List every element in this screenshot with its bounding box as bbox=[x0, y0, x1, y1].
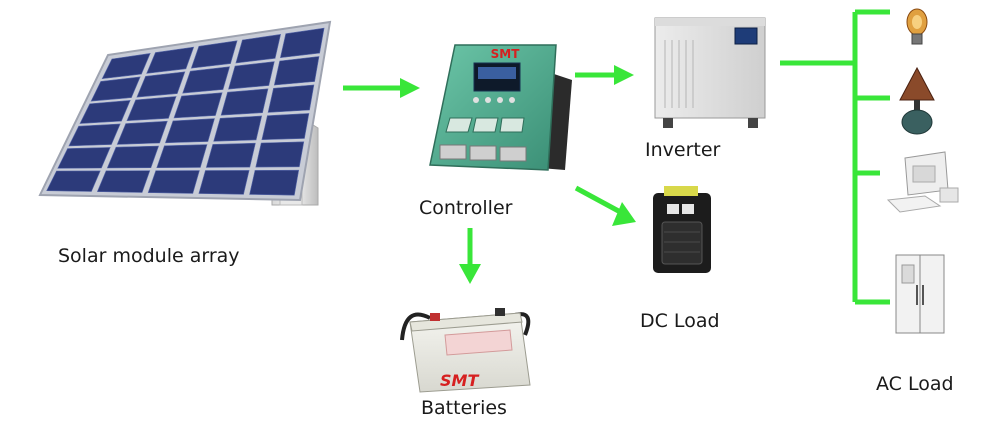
inverter-image bbox=[654, 17, 766, 128]
battery-logo: SMT bbox=[440, 371, 479, 390]
dc-load-image bbox=[653, 186, 711, 273]
table-lamp-icon bbox=[899, 66, 935, 135]
ac-bus-line bbox=[780, 9, 890, 305]
solar-cell bbox=[147, 170, 200, 194]
solar-cell bbox=[106, 145, 160, 169]
solar-cell bbox=[190, 40, 238, 69]
solar-cell bbox=[68, 123, 121, 147]
inverter-display bbox=[734, 27, 758, 45]
arrow-controller-to-inverter bbox=[575, 65, 634, 85]
controller-label: Controller bbox=[419, 197, 513, 219]
controller-logo: SMT bbox=[491, 47, 521, 61]
solar-cell bbox=[249, 169, 300, 196]
solar-module-array-label: Solar module array bbox=[58, 245, 240, 267]
solar-cell bbox=[182, 66, 231, 94]
solar-cell bbox=[146, 46, 195, 74]
solar-cell bbox=[164, 118, 215, 144]
solar-cell bbox=[57, 147, 111, 169]
solar-cell bbox=[96, 170, 151, 193]
computer-icon bbox=[886, 151, 959, 213]
solar-cell bbox=[261, 113, 310, 141]
solar-cell bbox=[156, 144, 208, 169]
solar-cell bbox=[90, 76, 141, 102]
lamp-bulb-icon bbox=[906, 8, 928, 45]
solar-cell bbox=[267, 84, 315, 113]
solar-cell bbox=[235, 34, 281, 64]
controller-terminals bbox=[439, 117, 527, 162]
solar-cell bbox=[173, 92, 223, 119]
solar-cell bbox=[101, 53, 151, 80]
ac-load-label: AC Load bbox=[876, 373, 954, 395]
controller-image: SMT bbox=[429, 44, 572, 171]
battery-image: SMT bbox=[400, 308, 531, 393]
solar-cell bbox=[213, 115, 263, 142]
solar-cell bbox=[220, 88, 269, 116]
solar-cell bbox=[126, 96, 177, 122]
solar-cell bbox=[205, 142, 256, 168]
solar-cell bbox=[79, 100, 131, 124]
refrigerator-icon bbox=[895, 254, 945, 334]
solar-cell bbox=[46, 170, 101, 192]
solar-cell bbox=[116, 120, 168, 145]
solar-cell bbox=[273, 56, 320, 86]
arrow-solar-to-controller bbox=[343, 78, 420, 98]
arrow-controller-to-dc-load bbox=[574, 185, 636, 226]
solar-cell bbox=[255, 141, 305, 168]
arrow-controller-to-batteries bbox=[459, 228, 481, 284]
solar-module-array-image bbox=[38, 20, 332, 206]
solar-cell bbox=[136, 71, 186, 98]
solar-cell bbox=[198, 170, 250, 195]
dc-load-label: DC Load bbox=[640, 310, 720, 332]
inverter-label: Inverter bbox=[645, 139, 721, 161]
flow-arrows bbox=[343, 9, 890, 305]
batteries-label: Batteries bbox=[421, 397, 507, 419]
solar-cell bbox=[280, 27, 325, 59]
solar-cell bbox=[228, 61, 275, 90]
